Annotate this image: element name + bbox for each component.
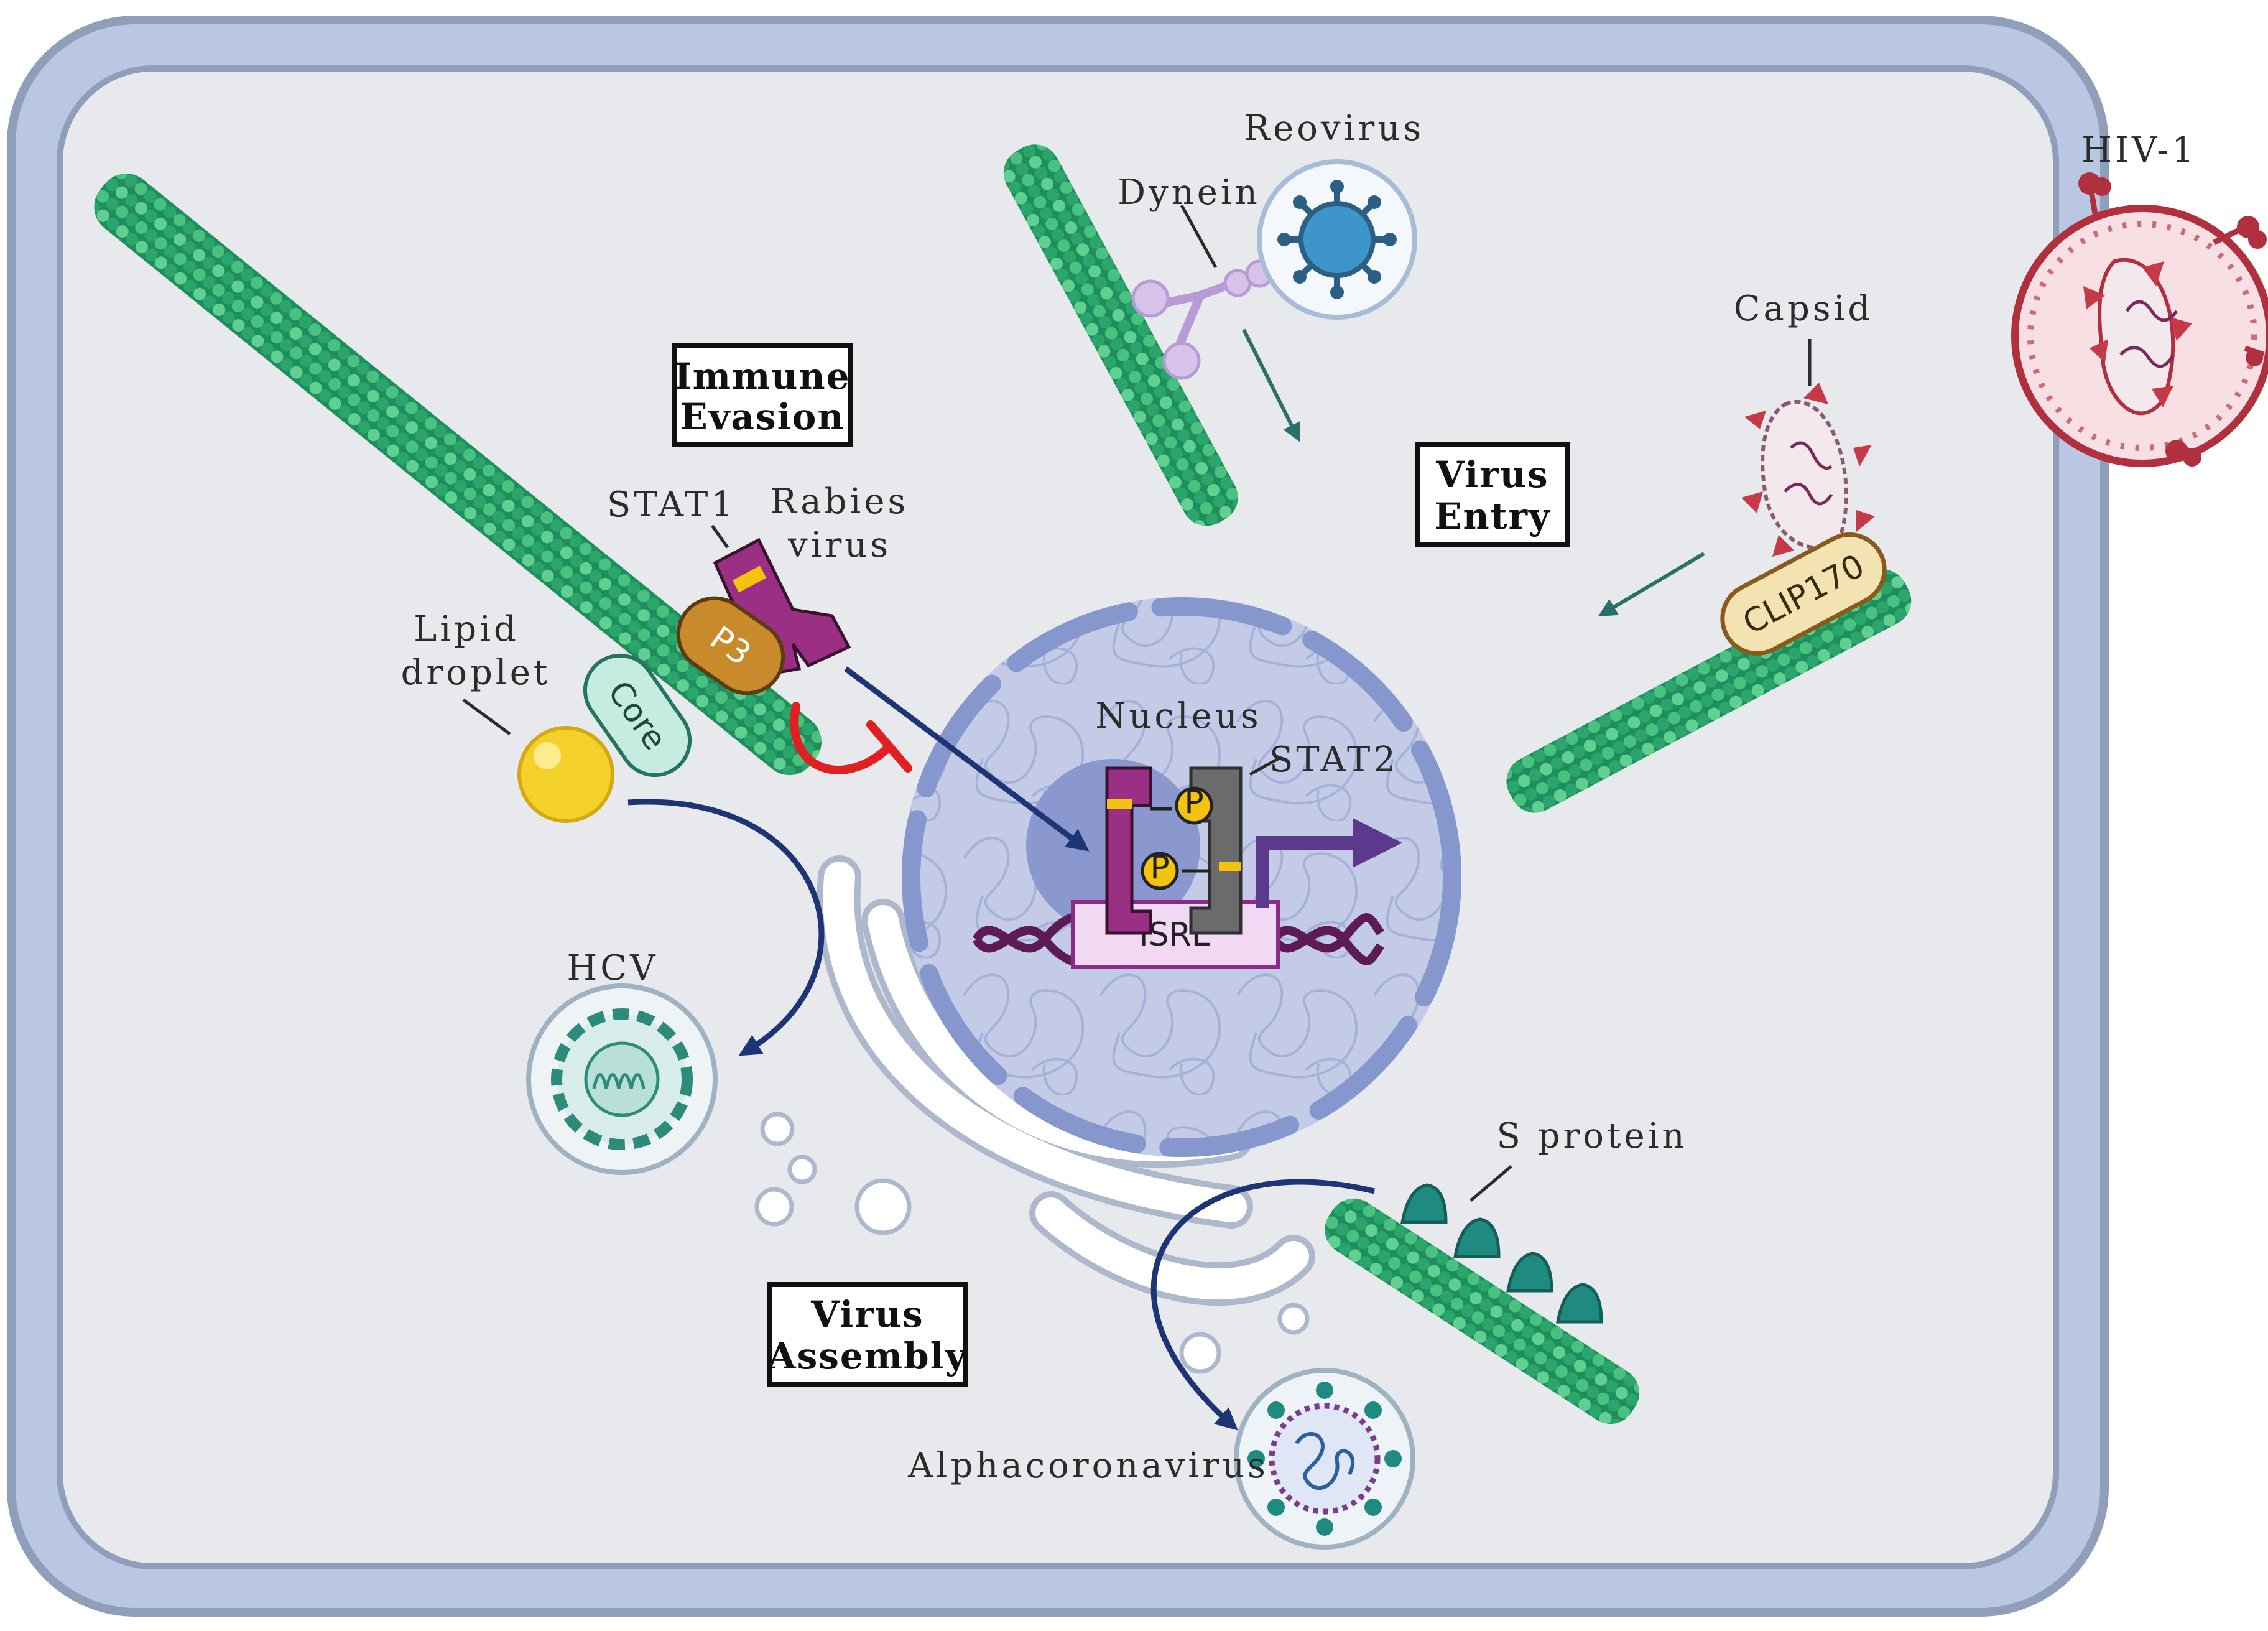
phospho-badge-1: P: [1175, 784, 1213, 825]
virus-entry-box: Virus Entry: [1415, 442, 1570, 547]
hcv-virion: [526, 983, 718, 1175]
nucleus-label: Nucleus: [1095, 696, 1261, 737]
reovirus-label: Reovirus: [1244, 108, 1424, 149]
rabies-label-line2: virus: [787, 525, 891, 565]
hcv-label: HCV: [567, 948, 658, 988]
reovirus-entry-arrow: [1242, 328, 1300, 442]
immune-evasion-box: Immune Evasion: [672, 343, 853, 447]
svg-text:P: P: [1150, 849, 1169, 886]
assembly-arrow: [1150, 1179, 1376, 1431]
p3-protein: P3: [676, 596, 785, 695]
inhibition-symbol: [790, 702, 912, 774]
svg-text:Entry: Entry: [1434, 495, 1551, 537]
rabies-label-line1: Rabies: [771, 481, 909, 522]
isre-element: ISRE: [1071, 900, 1280, 969]
s-protein-spikes: [1400, 1183, 1603, 1324]
microtubule-1: [94, 174, 822, 776]
entry-arrows: [1242, 328, 1705, 617]
svg-text:Virus: Virus: [1435, 453, 1548, 496]
hiv-capsid: [1741, 383, 1875, 557]
stat1-label: STAT1: [607, 485, 736, 525]
leader-lines: [462, 204, 1812, 1202]
hiv1-label: HIV-1: [2081, 130, 2197, 170]
capsid-entry-arrow: [1598, 552, 1705, 617]
stat2-label: STAT2: [1269, 740, 1399, 780]
text-labels: Reovirus Dynein HIV-1 Capsid STAT1 Rabie…: [401, 108, 2197, 1486]
nuclear-envelope: [902, 597, 1461, 1157]
svg-text:Assembly: Assembly: [767, 1335, 968, 1377]
svg-text:Evasion: Evasion: [680, 396, 845, 438]
hiv1-virion: [2011, 172, 2268, 467]
stat1-to-nucleus-arrow: [844, 666, 1090, 852]
virus-assembly-box: Virus Assembly: [767, 1282, 968, 1387]
svg-text:P: P: [1184, 784, 1203, 821]
lipid-droplet-label-line1: Lipid: [414, 609, 519, 649]
core-to-hcv-arrow: [627, 799, 825, 1056]
s-protein-label: S protein: [1496, 1116, 1687, 1156]
lipid-droplet: [517, 726, 614, 823]
microtubule-2: [1003, 144, 1238, 526]
microtubule-4: [1325, 1198, 1640, 1424]
stat1-nuclear: [1105, 766, 1152, 935]
stat-dimer: P P: [1105, 766, 1402, 935]
navy-arrows: [627, 666, 1376, 1431]
phospho-badge-2: P: [1141, 849, 1179, 890]
alphacoronavirus-virion: [1234, 1368, 1415, 1550]
nucleus: [902, 597, 1461, 1157]
stat1-p3-complex: P3: [676, 537, 851, 695]
dynein: [1131, 259, 1274, 380]
svg-text:Virus: Virus: [810, 1293, 923, 1336]
reovirus: [1257, 159, 1417, 320]
alphacoronavirus-label: Alphacoronavirus: [907, 1446, 1269, 1486]
lipid-droplet-label-line2: droplet: [401, 653, 551, 693]
dynein-label: Dynein: [1118, 172, 1261, 213]
core-protein: Core: [583, 653, 692, 778]
capsid-label: Capsid: [1734, 289, 1874, 329]
svg-text:Immune: Immune: [674, 355, 850, 397]
transcription-arrow: [1256, 836, 1356, 908]
